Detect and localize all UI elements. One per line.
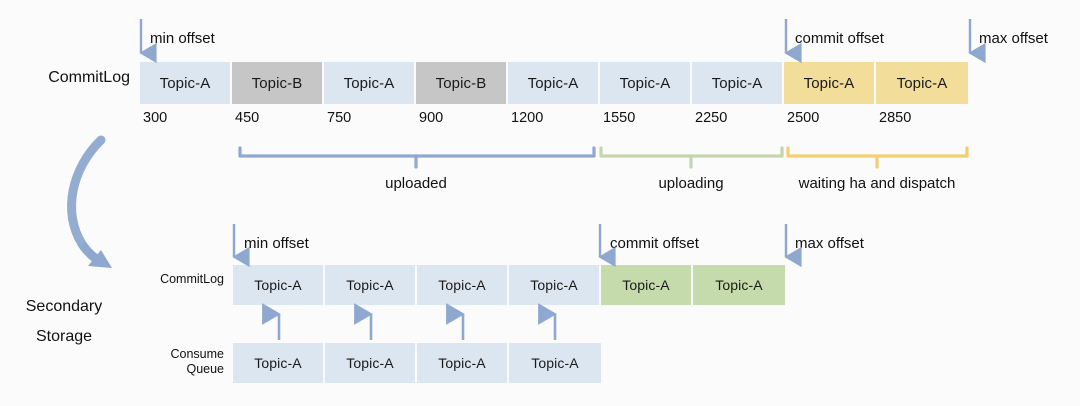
bottom-commitlog-cell-label: Topic-A bbox=[438, 277, 486, 293]
top-offset-number: 2500 bbox=[787, 110, 820, 126]
phase-label-uploading: uploading bbox=[658, 175, 724, 192]
top-commitlog-cell-label: Topic-A bbox=[527, 74, 579, 92]
top-commitlog-cell-label: Topic-A bbox=[803, 74, 855, 92]
top-offset-number: 300 bbox=[143, 110, 168, 126]
top-commitlog-cell: Topic-B bbox=[232, 62, 324, 104]
top-offset-number: 2250 bbox=[695, 110, 728, 126]
bottom-consumequeue-cell: Topic-A bbox=[417, 343, 509, 383]
consumequeue-up-arrows bbox=[262, 303, 557, 340]
bottom-commitlog-cell: Topic-A bbox=[325, 265, 417, 305]
secondary-storage-title: Secondary Storage bbox=[0, 292, 128, 352]
bottom-row-label-consumequeue: Consume Queue bbox=[100, 347, 225, 377]
bottom-commitlog-cell: Topic-A bbox=[509, 265, 601, 305]
bottom-commitlog-cell: Topic-A bbox=[417, 265, 509, 305]
top-marker-label-min-offset: min offset bbox=[150, 30, 215, 47]
top-commitlog-row: Topic-A Topic-B Topic-A Topic-B Topic-A Topic… bbox=[140, 62, 968, 104]
top-commitlog-cell: Topic-A bbox=[600, 62, 692, 104]
top-commitlog-cell: Topic-B bbox=[416, 62, 508, 104]
top-commitlog-cell: Topic-A bbox=[876, 62, 968, 104]
secondary-storage-line1: Secondary bbox=[25, 298, 103, 315]
top-offset-number: 2850 bbox=[879, 110, 912, 126]
top-commitlog-cell-label: Topic-A bbox=[896, 74, 948, 92]
bottom-row-label-commitlog: CommitLog bbox=[160, 272, 224, 286]
bottom-commitlog-cell-label: Topic-A bbox=[346, 277, 394, 293]
bottom-commitlog-cell-label: Topic-A bbox=[254, 277, 302, 293]
top-commitlog-cell: Topic-A bbox=[692, 62, 784, 104]
phase-label-uploaded: uploaded bbox=[385, 175, 447, 192]
top-offset-number: 1200 bbox=[511, 110, 544, 126]
bottom-consumequeue-cell-label: Topic-A bbox=[254, 355, 302, 371]
bottom-consumequeue-row: Topic-A Topic-A Topic-A Topic-A bbox=[233, 343, 601, 383]
top-commitlog-cell: Topic-A bbox=[140, 62, 232, 104]
top-marker-label-commit-offset: commit offset bbox=[795, 30, 884, 47]
bottom-commitlog-cell: Topic-A bbox=[601, 265, 693, 305]
bottom-consumequeue-cell: Topic-A bbox=[325, 343, 417, 383]
bottom-consumequeue-cell-label: Topic-A bbox=[438, 355, 486, 371]
bracket-uploaded bbox=[238, 146, 596, 169]
top-commitlog-cell: Topic-A bbox=[508, 62, 600, 104]
top-offset-number: 1550 bbox=[603, 110, 636, 126]
top-commitlog-cell-label: Topic-A bbox=[343, 74, 395, 92]
top-commitlog-cell-label: Topic-A bbox=[619, 74, 671, 92]
top-commitlog-cell-label: Topic-B bbox=[251, 74, 303, 92]
consumequeue-label-line1: Consume bbox=[170, 347, 225, 361]
bottom-commitlog-cell: Topic-A bbox=[233, 265, 325, 305]
bottom-commitlog-cell-label: Topic-A bbox=[715, 277, 763, 293]
top-commitlog-cell-label: Topic-A bbox=[711, 74, 763, 92]
bracket-waiting-ha-and-dispatch bbox=[786, 146, 969, 169]
bottom-consumequeue-cell-label: Topic-A bbox=[346, 355, 394, 371]
top-commitlog-cell-label: Topic-A bbox=[159, 74, 211, 92]
bottom-commitlog-cell-label: Topic-A bbox=[622, 277, 670, 293]
bottom-marker-label-min-offset: min offset bbox=[244, 235, 309, 252]
secondary-storage-line2: Storage bbox=[35, 328, 93, 345]
top-commitlog-cell: Topic-A bbox=[324, 62, 416, 104]
top-offset-number: 900 bbox=[419, 110, 444, 126]
bottom-commitlog-cell: Topic-A bbox=[693, 265, 785, 305]
top-commitlog-cell-label: Topic-B bbox=[435, 74, 487, 92]
phase-label-waiting-ha-and-dispatch: waiting ha and dispatch bbox=[798, 175, 956, 192]
bottom-marker-label-max-offset: max offset bbox=[795, 235, 864, 252]
top-offset-number: 750 bbox=[327, 110, 352, 126]
top-offset-number: 450 bbox=[235, 110, 260, 126]
top-row-label-commitlog: CommitLog bbox=[48, 69, 130, 86]
bottom-consumequeue-cell: Topic-A bbox=[233, 343, 325, 383]
secondary-storage-curved-arrow-icon bbox=[67, 135, 112, 268]
bottom-marker-label-commit-offset: commit offset bbox=[610, 235, 699, 252]
consumequeue-label-line2: Queue bbox=[186, 362, 224, 376]
bottom-commitlog-cell-label: Topic-A bbox=[530, 277, 578, 293]
bottom-commitlog-row: Topic-A Topic-A Topic-A Topic-A Topic-A Topic… bbox=[233, 265, 785, 305]
top-commitlog-cell: Topic-A bbox=[784, 62, 876, 104]
top-marker-label-max-offset: max offset bbox=[979, 30, 1048, 47]
bracket-uploading bbox=[599, 146, 784, 169]
bottom-consumequeue-cell: Topic-A bbox=[509, 343, 601, 383]
bottom-consumequeue-cell-label: Topic-A bbox=[531, 355, 579, 371]
